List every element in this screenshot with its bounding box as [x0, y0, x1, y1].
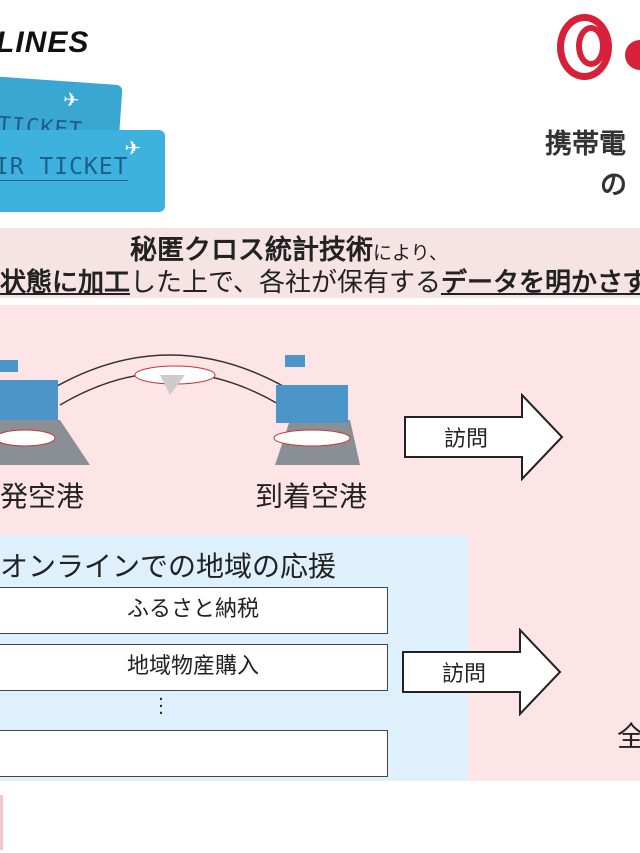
airline-logo: LINES — [0, 26, 90, 59]
arrival-airport-label: 到着空港 — [255, 480, 368, 513]
visit-label: 訪問 — [444, 427, 489, 452]
airport-illustration — [0, 354, 360, 465]
ticket-card-front: ✈ AIR TICKET — [0, 130, 165, 212]
ellipsis-vertical: ··· — [158, 689, 164, 724]
departure-airport-icon — [0, 360, 90, 465]
arrow-right-icon — [404, 392, 564, 482]
airplane-icon: ✈ — [125, 132, 141, 162]
edge-marker — [0, 795, 3, 850]
arrow-right-icon — [402, 627, 562, 717]
banner-text: した上で、各社が保有する — [130, 268, 441, 298]
right-partial-text: 全 — [617, 720, 640, 753]
ticket-label: AIR TICKET — [0, 154, 129, 181]
support-item-furusato: ふるさと納税 — [0, 587, 388, 634]
airplane-icon: ✈ — [62, 83, 81, 115]
right-title-line1: 携帯電 — [545, 129, 626, 160]
departure-airport-label: 発空港 — [0, 480, 85, 513]
banner-text: により、 — [373, 242, 448, 264]
banner-background — [0, 228, 640, 298]
online-support-title: オンラインでの地域の応援 — [0, 550, 337, 583]
right-title-line2: の — [600, 170, 627, 201]
arrival-airport-icon — [273, 355, 360, 465]
company-logo — [557, 14, 612, 80]
banner-bold: データを明かさず — [440, 268, 640, 298]
company-logo-part — [625, 40, 640, 70]
banner-bold: 秘匿クロス統計技術 — [130, 235, 373, 266]
visit-label: 訪問 — [442, 662, 487, 687]
banner-line1: 秘匿クロス統計技術により、 — [130, 228, 448, 267]
support-item-empty — [0, 730, 388, 777]
visit-arrow-2: 訪問 — [402, 627, 562, 717]
support-item-products: 地域物産購入 — [0, 644, 388, 691]
flight-arc — [49, 354, 291, 391]
banner-line2: 状態に加工した上で、各社が保有するデータを明かさず — [0, 262, 640, 299]
visit-arrow: 訪問 — [404, 392, 564, 482]
banner-bold: 状態に加工 — [0, 268, 131, 298]
airplane-icon — [134, 365, 216, 395]
